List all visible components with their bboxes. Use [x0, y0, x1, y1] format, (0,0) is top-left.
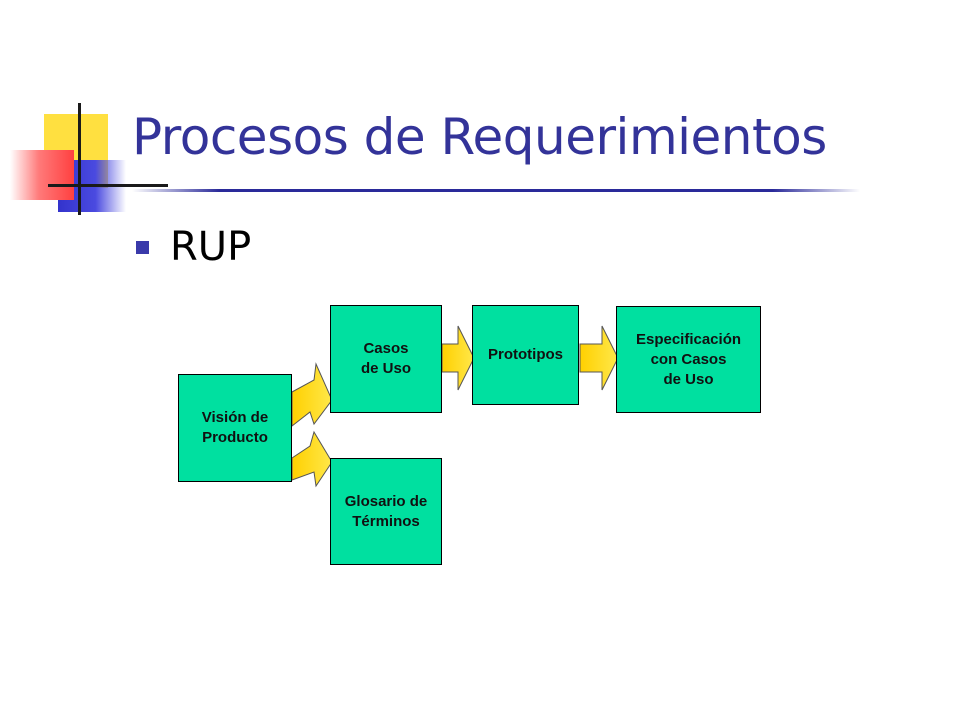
arrow-prototipos-to-especificacion	[579, 325, 619, 391]
slide-title: Procesos de Requerimientos	[132, 108, 827, 166]
bullet-square-icon	[136, 241, 149, 254]
decor-red-square	[10, 150, 74, 200]
node-prototipos: Prototipos	[472, 305, 579, 405]
node-vision-producto: Visión de Producto	[178, 374, 292, 482]
arrow-casos-to-prototipos	[441, 325, 475, 391]
node-casos-de-uso: Casos de Uso	[330, 305, 442, 413]
node-especificacion-casos-uso: Especificación con Casos de Uso	[616, 306, 761, 413]
arrow-vision-to-glosario	[291, 430, 333, 488]
node-glosario-terminos: Glosario de Términos	[330, 458, 442, 565]
title-underline	[132, 189, 860, 192]
decor-horizontal-line	[48, 184, 168, 187]
bullet-text: RUP	[170, 224, 252, 270]
arrow-vision-to-casos	[291, 362, 333, 428]
decor-vertical-line	[78, 103, 81, 215]
